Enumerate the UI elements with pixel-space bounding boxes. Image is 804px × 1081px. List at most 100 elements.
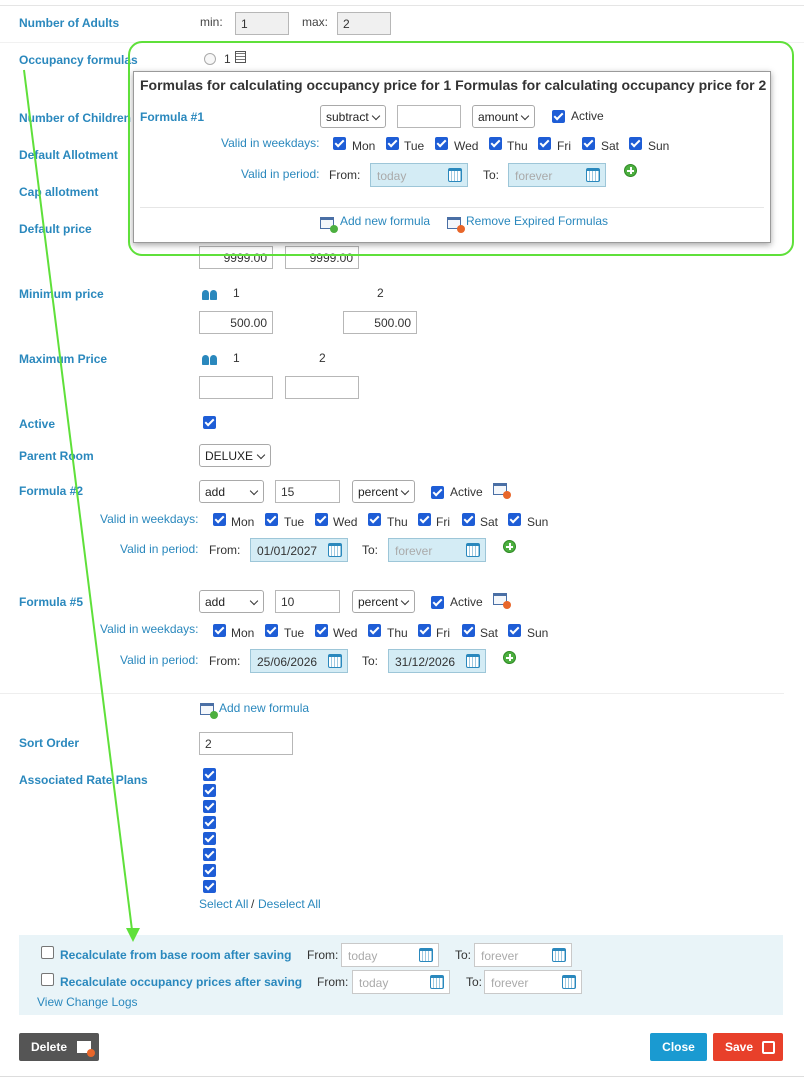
formula-2-sun-checkbox[interactable] xyxy=(508,513,521,526)
save-button[interactable]: Save xyxy=(713,1033,783,1061)
recalc-occupancy-from-date[interactable]: today xyxy=(352,970,450,994)
rate-plan-checkbox[interactable] xyxy=(203,768,216,781)
calendar-icon[interactable] xyxy=(552,948,566,962)
max-price-input-1[interactable] xyxy=(199,376,273,399)
calendar-icon[interactable] xyxy=(466,543,480,557)
calendar-icon[interactable] xyxy=(430,975,444,989)
formula-2-to-date[interactable]: forever xyxy=(388,538,486,562)
formula-5-fri-checkbox[interactable] xyxy=(418,624,431,637)
active-checkbox[interactable] xyxy=(203,416,216,429)
formula-5-to-date[interactable]: 31/12/2026 xyxy=(388,649,486,673)
formula-2-unit-select[interactable]: percent xyxy=(352,480,415,503)
formula-5-active-checkbox[interactable] xyxy=(431,596,444,609)
formula-5-from-date[interactable]: 25/06/2026 xyxy=(250,649,348,673)
calendar-icon[interactable] xyxy=(328,654,342,668)
min-price-occ-2: 2 xyxy=(377,286,384,300)
recalc-base-checkbox[interactable] xyxy=(41,946,54,959)
add-period-icon[interactable] xyxy=(503,540,516,553)
formula-2-wed-checkbox[interactable] xyxy=(315,513,328,526)
date-value: today xyxy=(377,169,407,183)
popup-unit-select[interactable]: amount xyxy=(472,105,535,128)
formula-5-sat-checkbox[interactable] xyxy=(462,624,475,637)
rate-plan-checkbox[interactable] xyxy=(203,864,216,877)
formula-5-operation-select[interactable]: add xyxy=(199,590,264,613)
calculator-icon[interactable] xyxy=(235,51,246,63)
remove-expired-icon[interactable] xyxy=(447,217,465,233)
select-all-link[interactable]: Select All xyxy=(199,897,249,911)
popup-mon-checkbox[interactable] xyxy=(333,137,346,150)
recalc-base-from-date[interactable]: today xyxy=(341,943,439,967)
popup-from-label: From: xyxy=(329,168,361,182)
formula-5-tue-checkbox[interactable] xyxy=(265,624,278,637)
popup-remove-expired-link[interactable]: Remove Expired Formulas xyxy=(466,214,609,228)
rate-plan-checkbox[interactable] xyxy=(203,816,216,829)
rate-plan-checkbox[interactable] xyxy=(203,848,216,861)
popup-from-date[interactable]: today xyxy=(370,163,468,187)
formula-5-value-input[interactable]: 10 xyxy=(275,590,340,613)
formula-5-wed-checkbox[interactable] xyxy=(315,624,328,637)
close-button[interactable]: Close xyxy=(650,1033,707,1061)
view-change-logs-link[interactable]: View Change Logs xyxy=(37,995,138,1009)
popup-sun-checkbox[interactable] xyxy=(629,137,642,150)
delete-button[interactable]: Delete xyxy=(19,1033,99,1061)
rate-plan-checkbox[interactable] xyxy=(203,832,216,845)
popup-thu-checkbox[interactable] xyxy=(489,137,502,150)
formula-2-value-input[interactable]: 15 xyxy=(275,480,340,503)
remove-formula-icon[interactable] xyxy=(493,483,511,499)
popup-operation-select[interactable]: subtract xyxy=(320,105,386,128)
popup-fri-checkbox[interactable] xyxy=(538,137,551,150)
add-period-icon[interactable] xyxy=(503,651,516,664)
deselect-all-link[interactable]: Deselect All xyxy=(258,897,321,911)
min-price-input-2[interactable]: 500.00 xyxy=(343,311,417,334)
formula-2-mon-checkbox[interactable] xyxy=(213,513,226,526)
recalc-base-to-date[interactable]: forever xyxy=(474,943,572,967)
calendar-icon[interactable] xyxy=(466,654,480,668)
formula-2-thu-checkbox[interactable] xyxy=(368,513,381,526)
add-formula-icon[interactable] xyxy=(320,217,338,233)
formula-2-period-label: Valid in period: xyxy=(120,542,199,556)
formula-2-fri-checkbox[interactable] xyxy=(418,513,431,526)
formula-5-mon-checkbox[interactable] xyxy=(213,624,226,637)
formula-5-thu-checkbox[interactable] xyxy=(368,624,381,637)
date-value: forever xyxy=(395,544,433,558)
formula-2-operation-select[interactable]: add xyxy=(199,480,264,503)
formula-2-weekdays-label: Valid in weekdays: xyxy=(100,512,199,526)
occupancy-radio[interactable] xyxy=(204,53,216,65)
date-value: today xyxy=(348,949,378,963)
recalc-occupancy-to-date[interactable]: forever xyxy=(484,970,582,994)
recalc-occupancy-checkbox[interactable] xyxy=(41,973,54,986)
popup-add-period-icon[interactable] xyxy=(624,164,637,177)
max-price-input-2[interactable] xyxy=(285,376,359,399)
popup-active-checkbox[interactable] xyxy=(552,110,565,123)
rate-plan-checkbox[interactable] xyxy=(203,800,216,813)
parent-room-select[interactable]: DELUXE xyxy=(199,444,271,467)
add-formula-link[interactable]: Add new formula xyxy=(219,701,310,715)
popup-to-date[interactable]: forever xyxy=(508,163,606,187)
calendar-icon[interactable] xyxy=(586,168,600,182)
calendar-icon[interactable] xyxy=(328,543,342,557)
weekday-label: Fri xyxy=(436,515,450,529)
add-formula-icon[interactable] xyxy=(200,703,218,719)
weekday-label: Mon xyxy=(231,515,255,529)
adults-min-input[interactable]: 1 xyxy=(235,12,289,35)
formula-2-active-checkbox[interactable] xyxy=(431,486,444,499)
formula-5-unit-select[interactable]: percent xyxy=(352,590,415,613)
calendar-icon[interactable] xyxy=(562,975,576,989)
adults-max-input[interactable]: 2 xyxy=(337,12,391,35)
popup-sat-checkbox[interactable] xyxy=(582,137,595,150)
calendar-icon[interactable] xyxy=(419,948,433,962)
remove-formula-icon[interactable] xyxy=(493,593,511,609)
rate-plan-checkbox[interactable] xyxy=(203,880,216,893)
formula-5-sun-checkbox[interactable] xyxy=(508,624,521,637)
rate-plan-checkbox[interactable] xyxy=(203,784,216,797)
popup-value-input[interactable] xyxy=(397,105,461,128)
sort-order-input[interactable]: 2 xyxy=(199,732,293,755)
formula-2-tue-checkbox[interactable] xyxy=(265,513,278,526)
min-price-input-1[interactable]: 500.00 xyxy=(199,311,273,334)
formula-2-sat-checkbox[interactable] xyxy=(462,513,475,526)
calendar-icon[interactable] xyxy=(448,168,462,182)
popup-wed-checkbox[interactable] xyxy=(435,137,448,150)
formula-2-from-date[interactable]: 01/01/2027 xyxy=(250,538,348,562)
popup-tue-checkbox[interactable] xyxy=(386,137,399,150)
popup-add-formula-link[interactable]: Add new formula xyxy=(340,214,431,228)
